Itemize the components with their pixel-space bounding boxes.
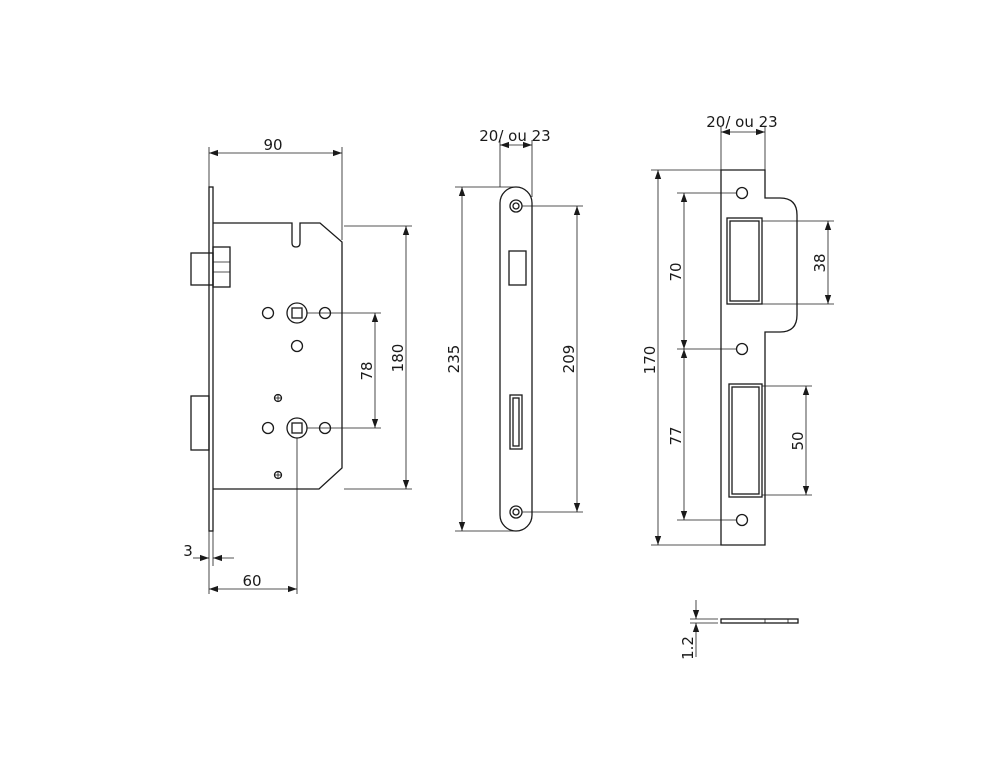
latch-opening (508, 250, 527, 286)
dim-strike-upper-opening: 38 (811, 253, 829, 272)
dead-bolt (190, 395, 210, 451)
strike-screw-top (735, 186, 749, 200)
dim-strike-length: 170 (641, 346, 659, 375)
lock-body-view (190, 186, 343, 532)
screw-mark-upper (273, 393, 283, 403)
dim-strike-lower-spacing: 77 (667, 426, 685, 445)
dim-strike-thickness: 1.2 (679, 636, 697, 660)
strike-plate-view (720, 169, 798, 546)
strike-plate-outline (720, 169, 798, 546)
bolt-opening (509, 394, 523, 450)
lock-body-dimensions: 90 180 78 60 3 (183, 136, 412, 594)
faceplate-outline (499, 186, 533, 532)
strike-section-outline (720, 618, 799, 624)
dim-strike-lower-opening: 50 (789, 431, 807, 450)
dim-strike-width: 20/ ou 23 (706, 113, 777, 131)
dim-lock-height: 180 (389, 344, 407, 373)
faceplate-screw-top (509, 199, 523, 213)
dim-faceplate-thickness: 3 (183, 542, 193, 560)
strike-bolt-opening (728, 383, 763, 498)
strike-screw-middle (735, 342, 749, 356)
strike-section-dimensions: 1.2 (679, 600, 718, 660)
dim-handle-spacing: 78 (358, 361, 376, 380)
strike-screw-bottom (735, 513, 749, 527)
faceplate-screw-bottom (509, 505, 523, 519)
dim-faceplate-width: 20/ ou 23 (479, 127, 550, 145)
strike-plate-section (720, 618, 799, 624)
latch-bolt (190, 246, 231, 288)
screw-mark-lower (273, 470, 283, 480)
lock-case-outline (213, 222, 343, 490)
strike-plate-dimensions: 20/ ou 23 170 70 77 38 50 (641, 113, 834, 546)
faceplate-dimensions: 20/ ou 23 235 209 (445, 127, 583, 532)
dim-faceplate-length: 235 (445, 345, 463, 374)
faceplate-view (499, 186, 533, 532)
strike-latch-opening (726, 217, 763, 305)
spindle-hole (290, 339, 304, 353)
forend-plate (208, 186, 214, 532)
dim-strike-upper-spacing: 70 (667, 262, 685, 281)
dim-faceplate-screw-spacing: 209 (560, 345, 578, 374)
dim-lock-width: 90 (263, 136, 282, 154)
dim-backset: 60 (242, 572, 261, 590)
